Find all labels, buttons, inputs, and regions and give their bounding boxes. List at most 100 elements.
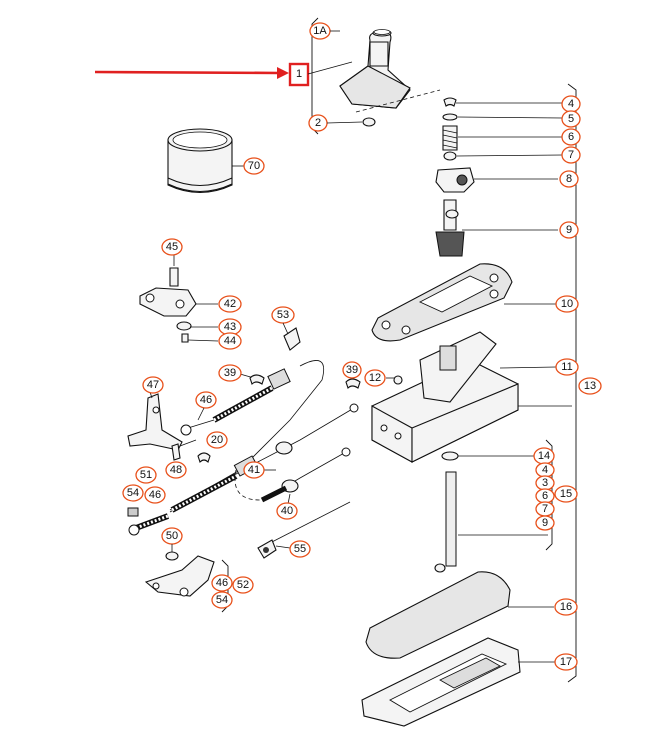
callout-9-lower: 9 — [535, 515, 555, 531]
svg-text:46: 46 — [216, 577, 228, 589]
callout-40: 40 — [276, 502, 298, 520]
callout-50: 50 — [161, 527, 183, 545]
svg-text:53: 53 — [277, 309, 289, 321]
callout-51: 51 — [135, 466, 157, 484]
callout-46-middle: 46 — [144, 486, 166, 504]
svg-text:5: 5 — [568, 113, 574, 125]
svg-text:12: 12 — [369, 372, 381, 384]
callout-53: 53 — [271, 306, 295, 324]
callout-46-upper: 46 — [195, 391, 217, 409]
callout-13: 13 — [578, 377, 602, 395]
callout-8: 8 — [559, 170, 579, 188]
gasket-plate — [371, 263, 513, 342]
callout-6-upper: 6 — [561, 128, 581, 146]
svg-text:10: 10 — [561, 298, 573, 310]
svg-text:20: 20 — [211, 434, 223, 446]
callout-11: 11 — [555, 358, 579, 376]
shift-housing — [371, 331, 519, 463]
callout-43: 43 — [218, 318, 242, 336]
svg-text:6: 6 — [568, 131, 574, 143]
bracket-13 — [567, 83, 577, 683]
callout-5-upper: 5 — [561, 110, 581, 128]
svg-text:44: 44 — [224, 335, 236, 347]
callout-15: 15 — [554, 485, 578, 503]
svg-text:52: 52 — [237, 579, 249, 591]
svg-text:4: 4 — [568, 98, 574, 110]
svg-text:46: 46 — [149, 489, 161, 501]
svg-text:54: 54 — [216, 594, 228, 606]
callout-2: 2 — [308, 114, 328, 132]
svg-text:2: 2 — [315, 117, 321, 129]
svg-text:41: 41 — [248, 464, 260, 476]
svg-text:54: 54 — [127, 487, 139, 499]
callout-9-upper: 9 — [559, 221, 579, 239]
svg-text:6: 6 — [542, 490, 548, 502]
selector-lever — [127, 393, 183, 479]
svg-text:51: 51 — [140, 469, 152, 481]
callout-4-upper: 4 — [561, 95, 581, 113]
svg-text:1: 1 — [296, 68, 302, 80]
cable-tie — [257, 501, 351, 559]
shift-cable-upper — [169, 327, 325, 511]
callout-1A: 1A — [309, 22, 331, 40]
svg-text:11: 11 — [561, 361, 572, 373]
svg-text:46: 46 — [200, 394, 212, 406]
svg-text:47: 47 — [147, 379, 159, 391]
selector-rod — [434, 451, 459, 573]
callout-7-upper: 7 — [561, 146, 581, 164]
callout-55: 55 — [289, 540, 311, 558]
callout-39-left: 39 — [218, 364, 242, 382]
callout-47: 47 — [142, 376, 164, 394]
svg-text:17: 17 — [560, 656, 572, 668]
callout-12: 12 — [364, 369, 386, 387]
sleeve-part — [167, 128, 233, 193]
callout-7-lower: 7 — [535, 501, 555, 517]
svg-text:4: 4 — [542, 464, 548, 476]
svg-text:55: 55 — [294, 543, 306, 555]
svg-text:3: 3 — [542, 477, 548, 489]
callout-45: 45 — [161, 238, 183, 256]
callout-4-lower: 4 — [535, 462, 555, 478]
nut-12 — [393, 375, 403, 385]
link-rod — [127, 507, 170, 536]
callout-17: 17 — [554, 653, 578, 671]
callout-46-lower: 46 — [211, 574, 233, 592]
callout-52: 52 — [232, 576, 254, 594]
callout-48: 48 — [165, 461, 187, 479]
svg-text:8: 8 — [566, 173, 572, 185]
callout-44: 44 — [218, 332, 242, 350]
svg-text:9: 9 — [542, 517, 548, 529]
svg-text:42: 42 — [224, 298, 236, 310]
callout-16: 16 — [554, 598, 578, 616]
callout-70: 70 — [243, 157, 265, 175]
callout-1: 1 — [296, 68, 302, 80]
svg-text:15: 15 — [560, 488, 572, 500]
callout-3: 3 — [535, 475, 555, 491]
svg-text:16: 16 — [560, 601, 572, 613]
svg-text:39: 39 — [346, 364, 358, 376]
clip-20 — [197, 452, 211, 464]
trim-frame — [361, 637, 521, 727]
mounting-bracket — [139, 267, 197, 343]
svg-text:70: 70 — [248, 160, 260, 172]
svg-text:50: 50 — [166, 530, 178, 542]
shift-lever-stack — [435, 97, 475, 257]
svg-text:7: 7 — [568, 149, 574, 161]
callout-14: 14 — [533, 447, 555, 465]
svg-text:39: 39 — [224, 367, 236, 379]
svg-text:1A: 1A — [313, 25, 327, 37]
svg-text:7: 7 — [542, 503, 548, 515]
svg-text:43: 43 — [224, 321, 236, 333]
svg-text:45: 45 — [166, 241, 178, 253]
clip-39-right — [345, 378, 361, 390]
callout-42: 42 — [218, 295, 242, 313]
callout-54-lower: 54 — [211, 591, 233, 609]
callout-39-right: 39 — [342, 361, 362, 379]
svg-text:40: 40 — [281, 505, 293, 517]
svg-text:13: 13 — [584, 380, 596, 392]
svg-text:14: 14 — [538, 450, 550, 462]
callout-20: 20 — [206, 431, 228, 449]
lower-lever — [144, 551, 215, 597]
clip-39-left — [249, 374, 265, 386]
